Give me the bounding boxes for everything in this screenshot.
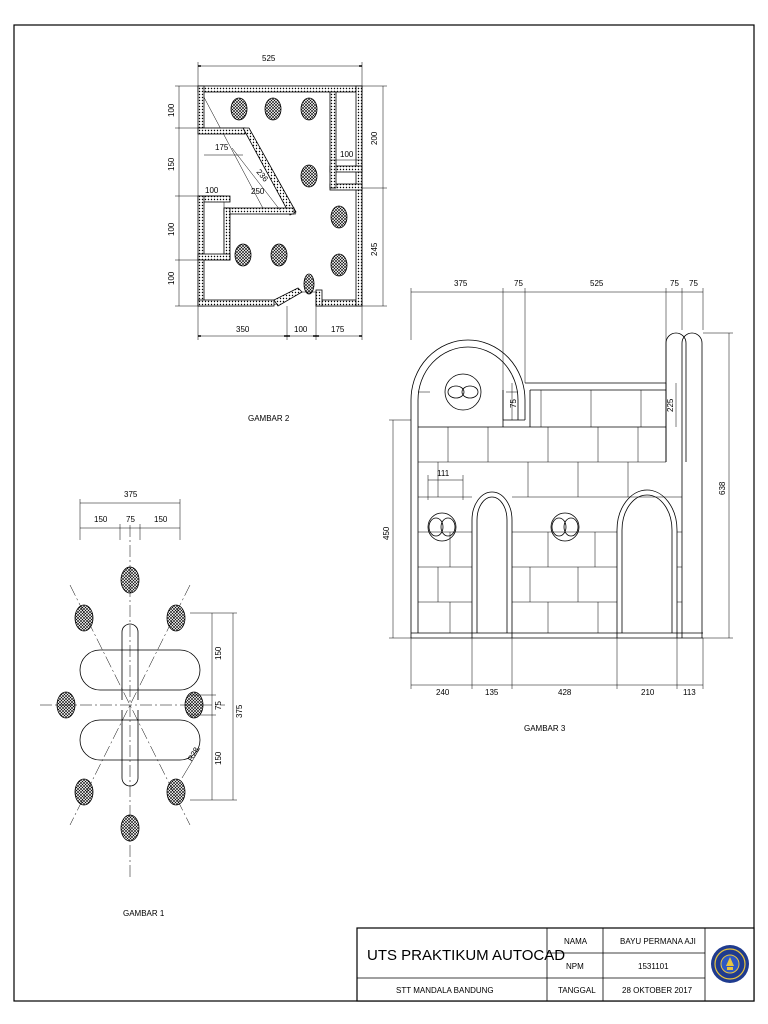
g2-caption: GAMBAR 2	[248, 414, 290, 423]
g2-dim-right-245: 245	[370, 242, 379, 256]
gambar-1: 375 150 75 150 150 75 150 375 R28 GAMBAR…	[40, 490, 244, 918]
g3-dim-inner-111: 111	[437, 469, 450, 478]
g1-dim-top-375: 375	[124, 490, 138, 499]
g2-dim-top: 525	[262, 54, 276, 63]
title-block-name-label: NAMA	[564, 937, 588, 946]
title-block-npm-label: NPM	[566, 962, 584, 971]
g1-dim-right-150a: 150	[214, 646, 223, 660]
g3-dim-top-75c: 75	[689, 279, 698, 288]
title-block: UTS PRAKTIKUM AUTOCAD STT MANDALA BANDUN…	[356, 927, 755, 1002]
g2-dim-left-100a: 100	[167, 103, 176, 117]
g3-dim-bottom-428: 428	[558, 688, 572, 697]
title-block-title: UTS PRAKTIKUM AUTOCAD	[367, 947, 565, 964]
g3-dim-bottom-113: 113	[683, 688, 696, 697]
g1-dim-right-75: 75	[214, 701, 223, 710]
g3-dim-inner-75: 75	[509, 399, 518, 408]
g2-dim-bottom-100: 100	[294, 325, 308, 334]
g2-dim-inner-175: 175	[215, 143, 229, 152]
title-block-date-label: TANGGAL	[558, 986, 596, 995]
g3-dim-top-75a: 75	[514, 279, 523, 288]
sheet-border	[13, 24, 755, 1002]
g3-dim-inner-225: 225	[666, 398, 675, 412]
g1-caption: GAMBAR 1	[123, 909, 165, 918]
g2-dim-inner-250: 250	[251, 187, 265, 196]
g2-dim-left-100c: 100	[167, 271, 176, 285]
g1-dim-radius: R28	[186, 745, 201, 763]
g3-caption: GAMBAR 3	[524, 724, 566, 733]
g2-dim-inner-100-left: 100	[205, 186, 219, 195]
g3-dim-bottom-135: 135	[485, 688, 499, 697]
title-block-institution: STT MANDALA BANDUNG	[396, 986, 494, 995]
gambar-3: 375 75 525 75 75 75 225 111 450 638 240 …	[382, 279, 733, 733]
title-block-npm-value: 1531101	[638, 962, 669, 971]
g2-dim-bottom-175: 175	[331, 325, 345, 334]
g2-dim-left-150: 150	[167, 157, 176, 171]
gambar-2: 525 100 150 100 100 175 236 250 100 100 …	[167, 54, 387, 423]
g2-dim-left-100b: 100	[167, 222, 176, 236]
g1-dim-top-150b: 150	[154, 515, 168, 524]
g3-dim-top-75b: 75	[670, 279, 679, 288]
g3-dim-left-450: 450	[382, 526, 391, 540]
g2-dim-inner-100-right: 100	[340, 150, 354, 159]
g3-dim-top-375: 375	[454, 279, 468, 288]
g3-dim-right-638: 638	[718, 481, 727, 495]
g3-dim-bottom-240: 240	[436, 688, 450, 697]
g2-dim-bottom-350: 350	[236, 325, 250, 334]
g1-dim-top-75: 75	[126, 515, 135, 524]
g1-dim-right-375: 375	[235, 704, 244, 718]
g3-dim-bottom-210: 210	[641, 688, 655, 697]
g1-dim-right-150b: 150	[214, 751, 223, 765]
title-block-date-value: 28 OKTOBER 2017	[622, 986, 693, 995]
g2-dim-right-200: 200	[370, 131, 379, 145]
title-block-name-value: BAYU PERMANA AJI	[620, 937, 696, 946]
g3-dim-top-525: 525	[590, 279, 604, 288]
g1-dim-top-150a: 150	[94, 515, 108, 524]
institution-logo-icon	[711, 945, 749, 983]
